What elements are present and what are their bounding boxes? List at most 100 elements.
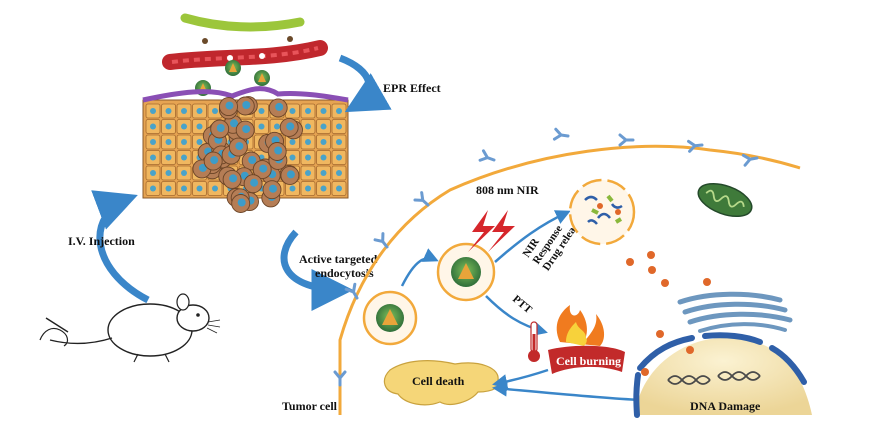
ptt-arrow <box>485 295 548 336</box>
active-targeted-label-line2: endocytosis <box>315 266 374 280</box>
tissue-cell-nucleus <box>274 123 280 130</box>
cell-burning-label: Cell burning <box>556 354 621 368</box>
mouse-icon <box>49 293 221 363</box>
dna-damage-label: DNA Damage <box>690 399 761 413</box>
tumor-cell-nucleus <box>269 184 277 193</box>
tissue-cell-nucleus <box>165 170 172 176</box>
tissue-cell-nucleus <box>212 185 218 192</box>
tissue-cell-nucleus <box>289 108 296 114</box>
tumor-tissue <box>142 86 349 213</box>
tissue-cell-nucleus <box>150 154 156 161</box>
dna-to-death-arrow <box>492 381 641 402</box>
tumor-cell-nucleus <box>225 101 234 110</box>
tumor-cell-nucleus <box>237 198 246 207</box>
iv-arrow <box>91 190 150 304</box>
endocytosis-vesicle-1 <box>362 290 418 346</box>
tissue-cell-nucleus <box>165 185 172 192</box>
receptor-icon <box>618 133 635 147</box>
tissue-cell-nucleus <box>289 154 296 161</box>
tissue-cell-nucleus <box>196 108 203 114</box>
drug-release-vesicle <box>568 178 636 246</box>
tissue-cell-nucleus <box>305 108 311 114</box>
drug-particles <box>626 251 711 376</box>
tissue-cell-nucleus <box>181 185 187 192</box>
tissue-cell-nucleus <box>336 170 342 176</box>
tissue-cell-nucleus <box>181 123 187 130</box>
tumor-cell-nucleus <box>275 102 284 111</box>
tissue-cell-nucleus <box>305 170 311 176</box>
tumor-cell-nucleus <box>210 156 219 165</box>
red-vessel <box>162 40 328 70</box>
tissue-cell-nucleus <box>289 185 296 192</box>
iv-injection-label: I.V. Injection <box>68 234 135 248</box>
tissue-cell-nucleus <box>165 154 172 161</box>
epr-arrow <box>338 54 392 113</box>
tissue-cell-nucleus <box>305 139 311 145</box>
tissue-cell-nucleus <box>181 154 187 161</box>
tissue-cell-nucleus <box>336 185 342 192</box>
tissue-cell-nucleus <box>196 139 203 145</box>
receptor-icon <box>413 191 430 207</box>
tumor-cell-nucleus <box>235 142 244 151</box>
tissue-cell-nucleus <box>181 139 187 145</box>
tissue-cell-nucleus <box>336 108 342 114</box>
tissue-cell-nucleus <box>150 185 156 192</box>
green-vessel <box>180 13 305 32</box>
tissue-cell-nucleus <box>320 139 327 145</box>
tissue-cell-nucleus <box>150 108 156 114</box>
nir-808-label: 808 nm NIR <box>476 183 539 197</box>
tissue-cell-nucleus <box>165 123 172 130</box>
tumor-cell-nucleus <box>242 101 251 109</box>
receptor-icon <box>687 139 704 153</box>
tissue-cell-nucleus <box>258 108 265 114</box>
tissue-cell-nucleus <box>181 170 187 176</box>
receptor-icon <box>333 370 347 387</box>
ptt-label: PTT <box>510 293 535 316</box>
mitochondria-icon <box>697 182 753 218</box>
blood-vessels <box>162 13 328 70</box>
tissue-cell-nucleus <box>336 154 342 161</box>
nucleus <box>633 332 812 418</box>
tumor-cell-nucleus <box>250 178 259 187</box>
dna-helix-icon <box>667 371 761 385</box>
epr-effect-label: EPR Effect <box>383 81 441 95</box>
tissue-cell-nucleus <box>289 139 296 145</box>
tissue-cell-nucleus <box>165 139 172 145</box>
active-targeted-label-line1: Active targeted <box>299 252 378 266</box>
tissue-cell-nucleus <box>165 108 172 114</box>
tumor-cell-membrane <box>338 144 801 415</box>
tissue-cell-nucleus <box>196 123 203 130</box>
tissue-cell-nucleus <box>320 154 327 161</box>
golgi-icon <box>677 291 793 333</box>
tissue-cell-nucleus <box>336 123 342 130</box>
tumor-cell-nucleus <box>286 170 295 179</box>
tissue-cell-nucleus <box>212 108 218 114</box>
endocytosis-vesicle-2 <box>436 242 496 302</box>
tumor-cell-nucleus <box>198 163 207 172</box>
receptor-group <box>333 127 759 387</box>
tissue-cell-nucleus <box>305 123 311 130</box>
tissue-cell-nucleus <box>305 154 311 161</box>
receptor-icon <box>478 149 496 162</box>
tissue-cell-nucleus <box>320 123 327 130</box>
tissue-cell-nucleus <box>305 185 311 192</box>
tissue-cell-nucleus <box>320 185 327 192</box>
tumor-cell-nucleus <box>259 164 268 173</box>
tissue-cell-nucleus <box>181 108 187 114</box>
receptor-icon <box>344 282 359 300</box>
cell-burning-banner <box>548 345 625 374</box>
tissue-cell-nucleus <box>336 139 342 145</box>
tumor-cell-nucleus <box>286 122 295 131</box>
vesicle-transport-arrow <box>400 248 439 287</box>
tissue-cell-nucleus <box>196 185 203 192</box>
lightning-icon <box>468 210 515 252</box>
tumor-cell-nucleus <box>248 156 257 164</box>
tissue-cell-nucleus <box>150 139 156 145</box>
tissue-cell-nucleus <box>150 123 156 130</box>
tumor-cell-nucleus <box>216 124 225 132</box>
burn-to-death-arrow <box>492 368 549 390</box>
cell-death-label: Cell death <box>412 374 465 388</box>
tumor-cell-nucleus <box>230 119 238 128</box>
receptor-icon <box>552 127 570 141</box>
tumor-cell-nucleus <box>242 125 251 134</box>
